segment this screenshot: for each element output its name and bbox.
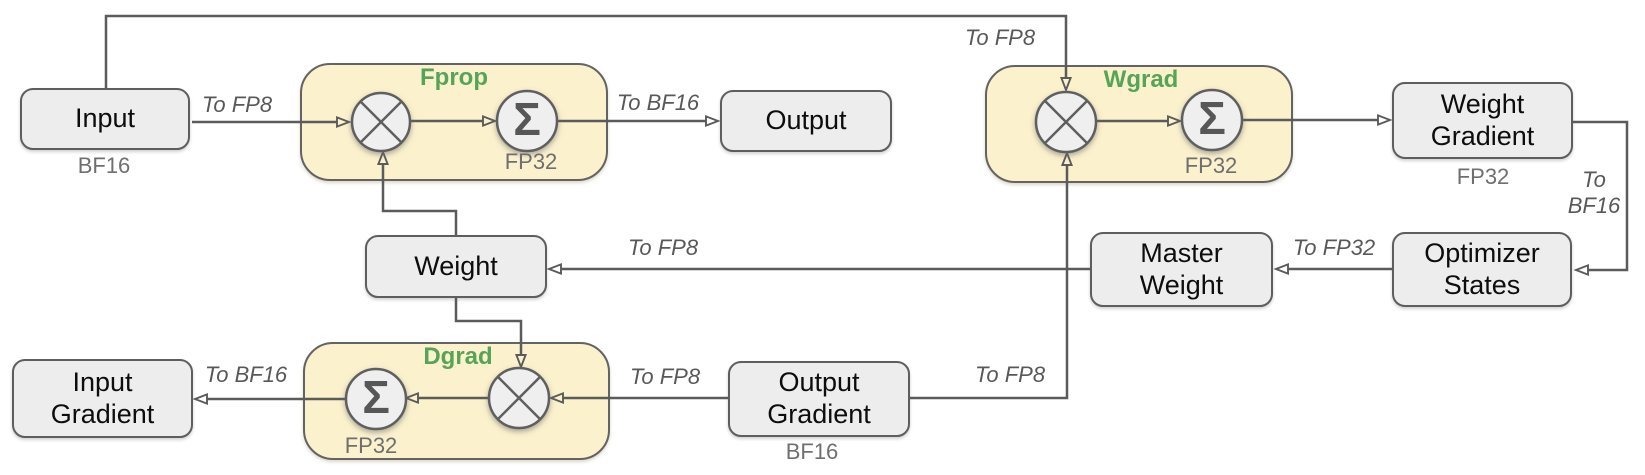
- cast-label-input-to-fprop: To FP8: [201, 92, 273, 117]
- dgrad-sum-icon: Σ: [362, 371, 390, 424]
- output-node: Output: [720, 90, 892, 152]
- cast-label-fprop-to-output: To BF16: [616, 90, 700, 115]
- weight-node: Weight: [365, 235, 547, 298]
- wgrad-accumulate-precision: FP32: [1184, 153, 1238, 178]
- optimizer-states-node: Optimizer States: [1392, 232, 1572, 307]
- output-label: Output: [765, 105, 847, 136]
- output-gradient-label: Output Gradient: [767, 367, 871, 429]
- cast-label-output-gradient-to-wgrad: To FP8: [974, 362, 1046, 387]
- fprop-title: Fprop: [420, 64, 488, 91]
- dgrad-title: Dgrad: [423, 343, 493, 370]
- weight-gradient-precision: FP32: [1456, 164, 1510, 189]
- input-gradient-node: Input Gradient: [12, 359, 193, 438]
- optimizer-states-label: Optimizer States: [1424, 237, 1540, 300]
- cast-label-master-weight-to-weight: To FP8: [627, 235, 699, 260]
- input-label: Input: [74, 103, 136, 134]
- input-node: Input: [20, 88, 190, 150]
- input-gradient-label: Input Gradient: [50, 366, 155, 429]
- cast-label-weight-gradient-to-optimizer: To BF16: [1567, 167, 1621, 219]
- dgrad-accumulate-precision: FP32: [344, 433, 398, 458]
- input-precision: BF16: [77, 153, 131, 178]
- cast-label-output-gradient-to-dgrad: To FP8: [629, 364, 701, 389]
- cast-label-input-to-wgrad: To FP8: [964, 25, 1036, 50]
- weight-gradient-label: Weight Gradient: [1430, 88, 1535, 151]
- cast-label-dgrad-to-input-gradient: To BF16: [204, 362, 288, 387]
- output-gradient-node: Output Gradient: [728, 361, 910, 437]
- cast-label-optimizer-to-master-weight: To FP32: [1292, 235, 1376, 260]
- weight-label: Weight: [414, 250, 498, 281]
- master-weight-node: Master Weight: [1090, 232, 1273, 307]
- fprop-sum-icon: Σ: [513, 93, 541, 146]
- wgrad-sum-icon: Σ: [1198, 92, 1226, 145]
- output-gradient-precision: BF16: [785, 439, 839, 464]
- weight-gradient-node: Weight Gradient: [1392, 82, 1573, 159]
- wgrad-title: Wgrad: [1103, 66, 1179, 93]
- fprop-accumulate-precision: FP32: [504, 149, 558, 174]
- master-weight-label: Master Weight: [1139, 237, 1224, 300]
